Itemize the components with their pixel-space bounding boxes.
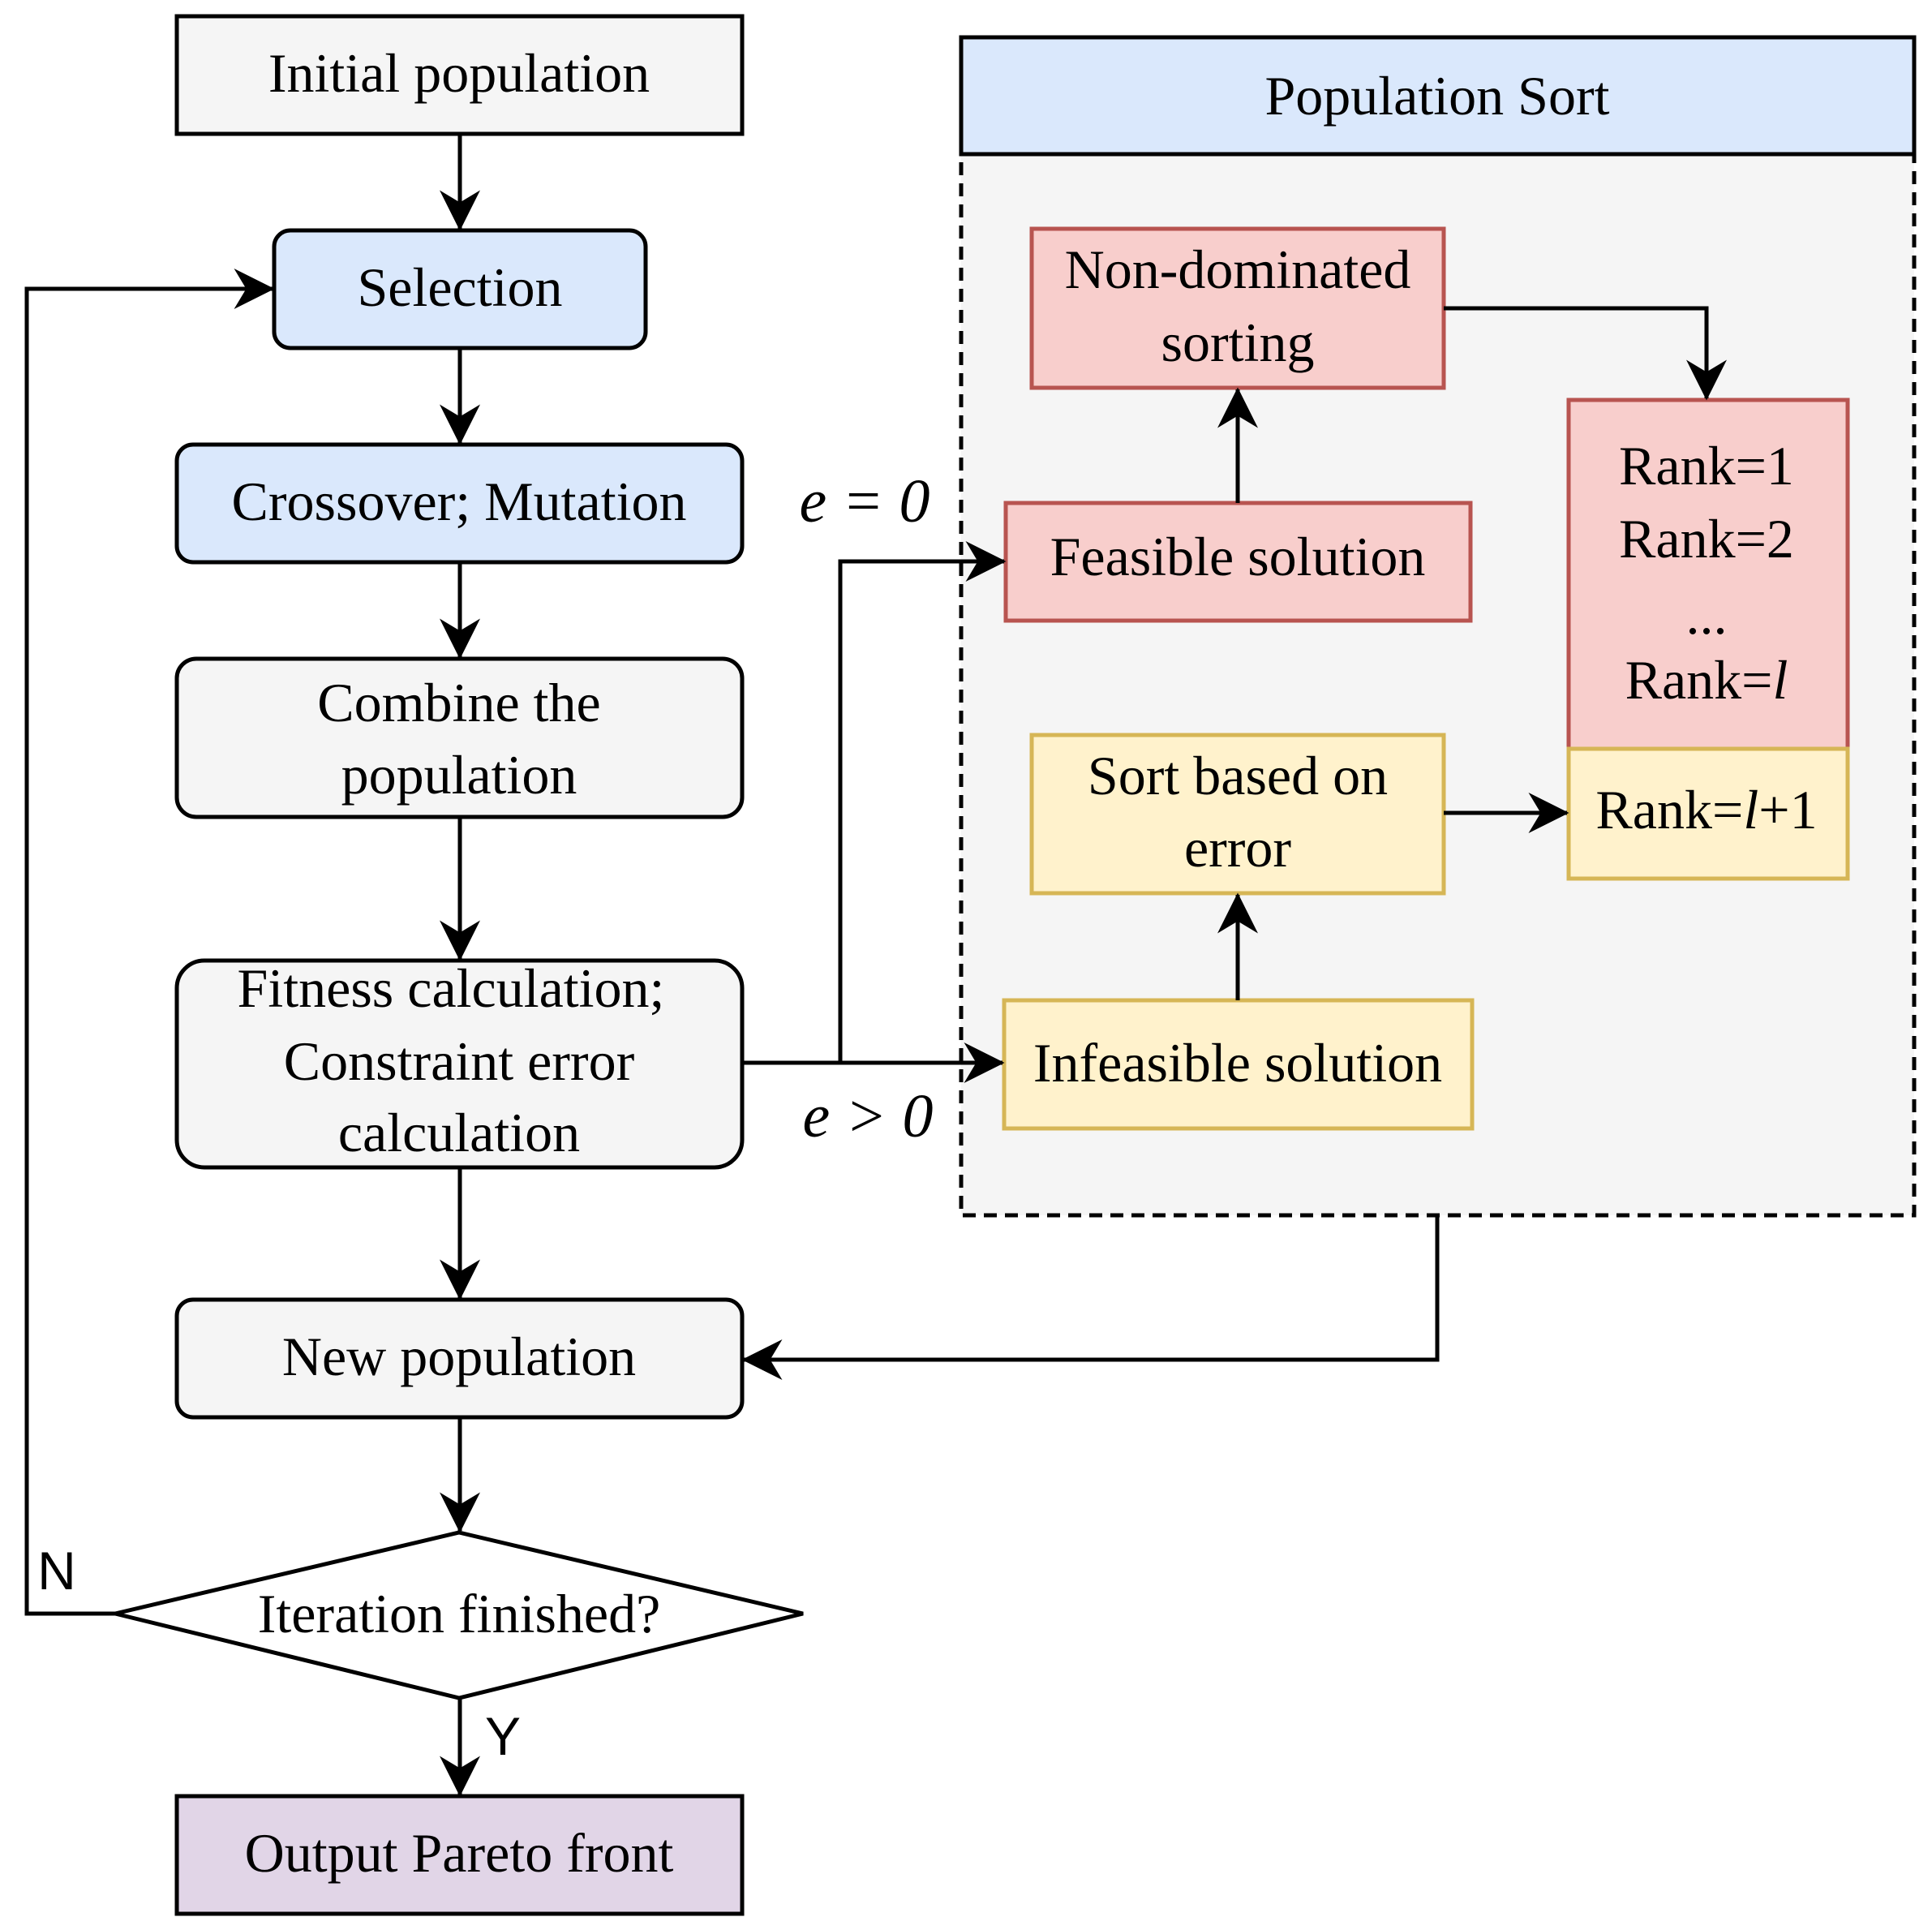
rank-l1-suffix: +1 (1758, 779, 1817, 840)
connectors (24, 134, 1727, 1797)
rank-l-prefix: Rank= (1625, 649, 1773, 711)
output-pareto-front-label: Output Pareto front (245, 1822, 674, 1884)
feasible-solution-label: Feasible solution (1050, 526, 1426, 587)
arrow-sort-to-new-population (741, 1215, 1440, 1380)
edge-label-e-zero: e = 0 (799, 467, 930, 535)
nondominated-sorting-node: Non-dominated sorting (1029, 226, 1446, 390)
combine-label-line1: Combine the (317, 672, 600, 733)
fitness-label-line2: Constraint error (284, 1030, 635, 1092)
combine-label-line2: population (341, 744, 577, 806)
edge-label-e-positive: e > 0 (802, 1082, 933, 1150)
nondominated-label-line1: Non-dominated (1065, 239, 1411, 300)
output-pareto-front-node: Output Pareto front (174, 1794, 745, 1916)
edge-label-yes: Y (485, 1706, 521, 1766)
new-population-label: New population (282, 1326, 636, 1387)
crossover-mutation-label: Crossover; Mutation (232, 471, 687, 532)
nondominated-label-line2: sorting (1161, 312, 1315, 373)
sort-error-label-line2: error (1184, 817, 1291, 879)
rank-2-label: Rank=2 (1619, 508, 1794, 570)
fitness-label-line3: calculation (338, 1102, 580, 1163)
sort-by-error-node: Sort based on error (1029, 733, 1446, 896)
iteration-decision-node: Iteration finished? (114, 1530, 804, 1700)
rank-l1-prefix: Rank= (1595, 779, 1743, 840)
crossover-mutation-node: Crossover; Mutation (174, 442, 745, 565)
edge-label-no: N (37, 1541, 76, 1601)
iteration-finished-label: Iteration finished? (258, 1583, 661, 1644)
feasible-solution-node: Feasible solution (1003, 501, 1473, 623)
infeasible-solution-node: Infeasible solution (1002, 998, 1475, 1131)
population-sort-title: Population Sort (1264, 65, 1609, 127)
rank-l-plus-1-label: Rank=l+1 (1595, 779, 1817, 840)
selection-node: Selection (272, 228, 648, 350)
selection-label: Selection (357, 256, 562, 318)
initial-population-node: Initial population (174, 14, 745, 136)
rank-1-label: Rank=1 (1619, 435, 1794, 496)
combine-population-node: Combine the population (174, 656, 745, 819)
rank-list-node: Rank=1 Rank=2 ... Rank=l (1566, 398, 1850, 751)
initial-population-label: Initial population (268, 42, 650, 104)
rank-l-var: l (1772, 649, 1788, 711)
rank-l1-var: l (1743, 779, 1758, 840)
rank-l-label: Rank=l (1625, 649, 1788, 711)
rank-dots-label: ... (1686, 584, 1728, 646)
arrow-fitness-to-feasible (838, 541, 1007, 1063)
fitness-label-line1: Fitness calculation; (238, 957, 665, 1019)
arrow-no-loop-to-selection (24, 269, 275, 1616)
fitness-calculation-node: Fitness calculation; Constraint error ca… (174, 957, 745, 1170)
new-population-node: New population (174, 1297, 745, 1420)
rank-l-plus-1-node: Rank=l+1 (1566, 746, 1850, 881)
population-sort-header (959, 35, 1917, 157)
sort-error-label-line1: Sort based on (1088, 745, 1388, 806)
infeasible-solution-label: Infeasible solution (1033, 1032, 1442, 1094)
arrow-nondominated-to-rank (1444, 306, 1727, 401)
